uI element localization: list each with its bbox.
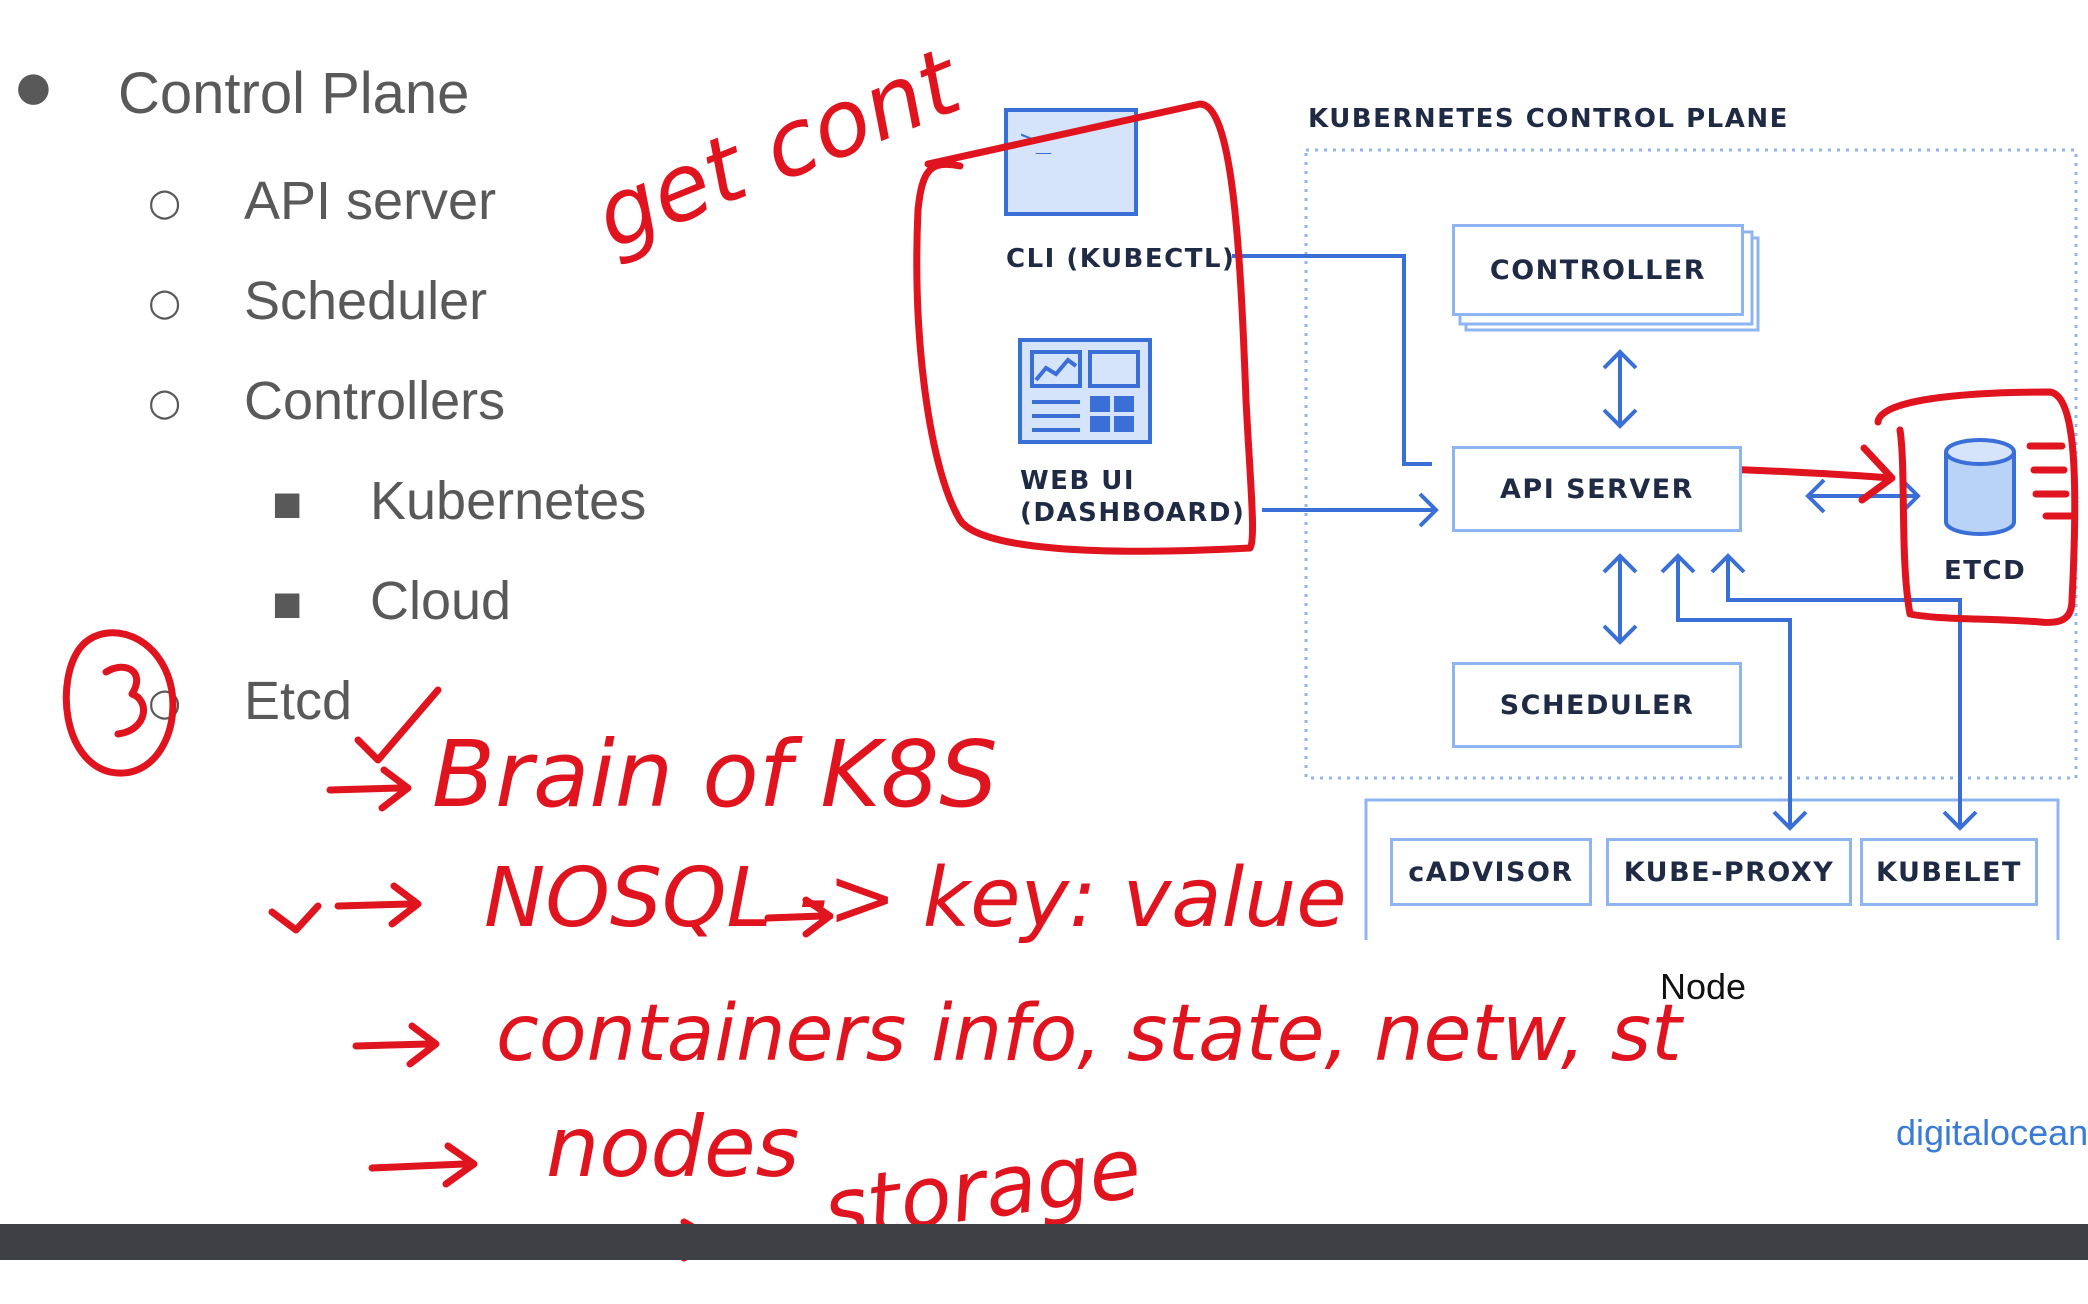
bullet-square-marker: ■ bbox=[272, 584, 303, 622]
node-label: Node bbox=[1660, 966, 1747, 1007]
controller-label: CONTROLLER bbox=[1489, 254, 1707, 286]
kubelet-box: KUBELET bbox=[1860, 838, 2038, 906]
bullet-cloud: Cloud bbox=[370, 571, 512, 631]
annotation-circle-3 bbox=[62, 629, 177, 777]
database-icon bbox=[1944, 438, 2016, 536]
web-ui-label: WEB UI bbox=[1020, 466, 1136, 496]
control-plane-boundary bbox=[1304, 148, 2078, 780]
annotation-brain-of-k8s: Brain of K8S bbox=[432, 721, 998, 828]
web-ui-label-dashboard: (DASHBOARD) bbox=[1020, 498, 1246, 528]
cadvisor-label: cADVISOR bbox=[1408, 856, 1574, 888]
source-credit: digitalocean bbox=[1896, 1112, 2088, 1153]
annotation-containers-info: containers info, state, netw, st bbox=[496, 989, 1684, 1079]
controller-box: CONTROLLER bbox=[1452, 224, 1744, 316]
kube-proxy-label: KUBE-PROXY bbox=[1623, 856, 1835, 888]
annotation-number-3: 3 bbox=[104, 725, 105, 727]
bullet-api-server: API server bbox=[244, 171, 497, 231]
terminal-icon: >_ bbox=[1004, 108, 1138, 216]
api-server-box: API SERVER bbox=[1452, 446, 1742, 532]
kubelet-label: KUBELET bbox=[1876, 856, 2022, 888]
bottom-bar bbox=[0, 1224, 2088, 1260]
annotation-nodes: nodes bbox=[546, 1098, 799, 1196]
cadvisor-box: cADVISOR bbox=[1390, 838, 1592, 906]
bullet-square-marker: ■ bbox=[272, 484, 303, 522]
scheduler-box: SCHEDULER bbox=[1452, 662, 1742, 748]
diagram-title: KUBERNETES CONTROL PLANE bbox=[1308, 104, 1789, 134]
bullet-control-plane: Control Plane bbox=[118, 61, 470, 126]
bullet-scheduler: Scheduler bbox=[244, 271, 488, 331]
bullet-disc-marker: ● bbox=[16, 64, 51, 110]
annotation-get-cont: get cont bbox=[580, 27, 977, 270]
bullet-circle-marker: ○ bbox=[148, 180, 182, 224]
annotation-loop-clients bbox=[913, 100, 1257, 555]
bullet-kubernetes: Kubernetes bbox=[370, 471, 647, 531]
cli-label: CLI (KUBECTL) bbox=[1006, 244, 1236, 274]
bullet-controllers: Controllers bbox=[244, 371, 506, 431]
etcd-label: ETCD bbox=[1944, 556, 2027, 586]
connector-lines bbox=[1232, 254, 1978, 831]
scheduler-label: SCHEDULER bbox=[1499, 689, 1695, 721]
dashboard-icon bbox=[1018, 338, 1152, 444]
annotation-box-etcd bbox=[1874, 388, 2079, 626]
annotation-nosql: NOSQL -> key: value bbox=[484, 851, 1347, 946]
node-boundary bbox=[1364, 798, 2060, 940]
api-server-label: API SERVER bbox=[1500, 473, 1694, 505]
bullet-circle-marker: ○ bbox=[148, 280, 182, 324]
bullet-etcd: Etcd bbox=[244, 671, 353, 731]
kube-proxy-box: KUBE-PROXY bbox=[1606, 838, 1852, 906]
bullet-circle-marker: ○ bbox=[148, 380, 182, 424]
